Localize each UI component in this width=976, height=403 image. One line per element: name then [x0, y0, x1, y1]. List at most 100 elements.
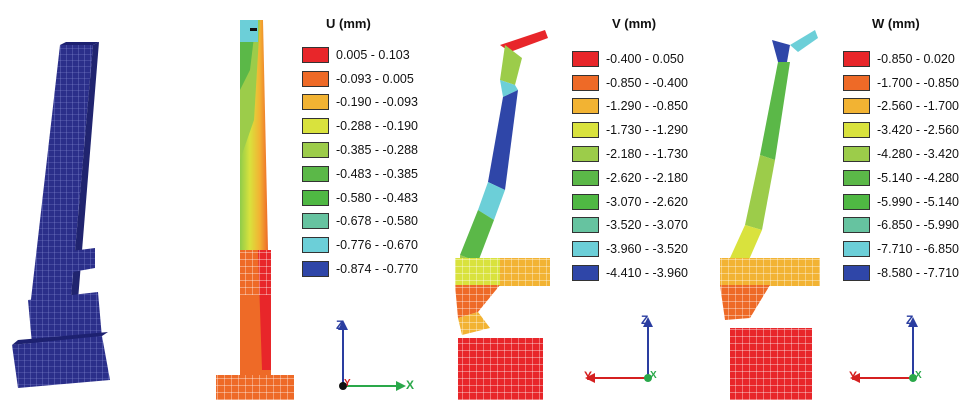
legend-range-label: -1.290 - -0.850: [606, 99, 688, 114]
legend-swatch: [572, 146, 599, 163]
legend-row: -4.410 - -3.960: [572, 261, 688, 285]
legend-range-label: -0.400 - 0.050: [606, 51, 684, 66]
legend-range-label: -0.190 - -0.093: [336, 95, 418, 110]
legend-swatch: [302, 94, 329, 111]
legend-row: -3.420 - -2.560: [843, 118, 959, 142]
legend-range-label: -0.850 - -0.400: [606, 75, 688, 90]
v-legend: -0.400 - 0.050 -0.850 - -0.400 -1.290 - -0…: [572, 47, 688, 285]
legend-range-label: -3.520 - -3.070: [606, 218, 688, 233]
legend-swatch: [843, 241, 870, 258]
legend-range-label: 0.005 - 0.103: [336, 47, 410, 62]
legend-range-label: -3.960 - -3.520: [606, 242, 688, 257]
legend-swatch: [572, 217, 599, 234]
w-legend-title: W (mm): [872, 16, 920, 31]
legend-range-label: -4.280 - -3.420: [877, 147, 959, 162]
u-legend: 0.005 - 0.103 -0.093 - 0.005 -0.190 - -0.0…: [302, 43, 418, 281]
legend-range-label: -3.420 - -2.560: [877, 123, 959, 138]
legend-swatch: [843, 122, 870, 139]
legend-swatch: [843, 50, 870, 67]
legend-swatch: [572, 98, 599, 115]
legend-row: -0.850 - -0.400: [572, 71, 688, 95]
legend-swatch: [302, 237, 329, 254]
legend-row: -2.560 - -1.700: [843, 95, 959, 119]
legend-range-label: -0.850 - 0.020: [877, 51, 955, 66]
legend-range-label: -4.410 - -3.960: [606, 266, 688, 281]
legend-range-label: -5.990 - -5.140: [877, 194, 959, 209]
axis-triad-v: [585, 317, 653, 383]
v-legend-title: V (mm): [612, 16, 657, 31]
legend-row: -0.093 - 0.005: [302, 67, 418, 91]
legend-row: -1.290 - -0.850: [572, 95, 688, 119]
legend-swatch: [572, 122, 599, 139]
axis-triad-u: [338, 320, 406, 391]
legend-row: -4.280 - -3.420: [843, 142, 959, 166]
legend-swatch: [572, 265, 599, 282]
v-displacement-model: [455, 30, 550, 400]
legend-swatch: [302, 189, 329, 206]
legend-range-label: -0.776 - -0.670: [336, 238, 418, 253]
legend-range-label: -0.580 - -0.483: [336, 190, 418, 205]
legend-swatch: [843, 169, 870, 186]
legend-row: -3.960 - -3.520: [572, 237, 688, 261]
w-axis-vertical-label: Z: [906, 313, 914, 327]
legend-row: -0.190 - -0.093: [302, 91, 418, 115]
legend-swatch: [302, 165, 329, 182]
legend-row: -5.140 - -4.280: [843, 166, 959, 190]
legend-swatch: [302, 70, 329, 87]
legend-row: -2.180 - -1.730: [572, 142, 688, 166]
u-axis-depth-label: Y: [344, 378, 351, 389]
legend-range-label: -2.560 - -1.700: [877, 99, 959, 114]
legend-row: -0.874 - -0.770: [302, 257, 418, 281]
legend-row: -0.580 - -0.483: [302, 186, 418, 210]
legend-range-label: -2.180 - -1.730: [606, 147, 688, 162]
legend-row: -1.730 - -1.290: [572, 118, 688, 142]
legend-swatch: [302, 118, 329, 135]
u-axis-horizontal-label: X: [406, 378, 415, 392]
w-displacement-model: [720, 30, 820, 400]
legend-row: -5.990 - -5.140: [843, 190, 959, 214]
legend-row: -0.400 - 0.050: [572, 47, 688, 71]
legend-range-label: -0.385 - -0.288: [336, 143, 418, 158]
legend-row: -0.850 - 0.020: [843, 47, 959, 71]
v-axis-depth-label: X: [650, 370, 657, 381]
legend-range-label: -8.580 - -7.710: [877, 266, 959, 281]
legend-range-label: -3.070 - -2.620: [606, 194, 688, 209]
legend-swatch: [572, 193, 599, 210]
legend-swatch: [843, 146, 870, 163]
u-displacement-model: [216, 20, 294, 400]
legend-range-label: -0.678 - -0.580: [336, 214, 418, 229]
w-axis-depth-label: X: [915, 370, 922, 381]
legend-row: -6.850 - -5.990: [843, 214, 959, 238]
legend-row: -7.710 - -6.850: [843, 237, 959, 261]
legend-swatch: [572, 50, 599, 67]
legend-row: -0.776 - -0.670: [302, 233, 418, 257]
u-axis-vertical-label: Z: [336, 318, 344, 332]
legend-row: -8.580 - -7.710: [843, 261, 959, 285]
legend-row: 0.005 - 0.103: [302, 43, 418, 67]
legend-range-label: -0.874 - -0.770: [336, 262, 418, 277]
v-axis-vertical-label: Z: [641, 313, 649, 327]
legend-row: -0.678 - -0.580: [302, 210, 418, 234]
legend-range-label: -7.710 - -6.850: [877, 242, 959, 257]
legend-swatch: [572, 169, 599, 186]
axis-triad-w: [850, 317, 918, 383]
legend-swatch: [302, 46, 329, 63]
legend-swatch: [302, 142, 329, 159]
legend-range-label: -0.288 - -0.190: [336, 119, 418, 134]
legend-range-label: -2.620 - -2.180: [606, 170, 688, 185]
legend-row: -0.483 - -0.385: [302, 162, 418, 186]
w-axis-horizontal-label: Y: [849, 369, 858, 383]
legend-swatch: [572, 241, 599, 258]
legend-row: -3.070 - -2.620: [572, 190, 688, 214]
u-legend-title: U (mm): [326, 16, 371, 31]
legend-swatch: [843, 98, 870, 115]
legend-range-label: -6.850 - -5.990: [877, 218, 959, 233]
legend-swatch: [843, 217, 870, 234]
legend-row: -1.700 - -0.850: [843, 71, 959, 95]
legend-row: -0.385 - -0.288: [302, 138, 418, 162]
v-axis-horizontal-label: Y: [584, 369, 593, 383]
legend-swatch: [843, 265, 870, 282]
legend-range-label: -1.730 - -1.290: [606, 123, 688, 138]
mesh-model: [12, 42, 110, 388]
